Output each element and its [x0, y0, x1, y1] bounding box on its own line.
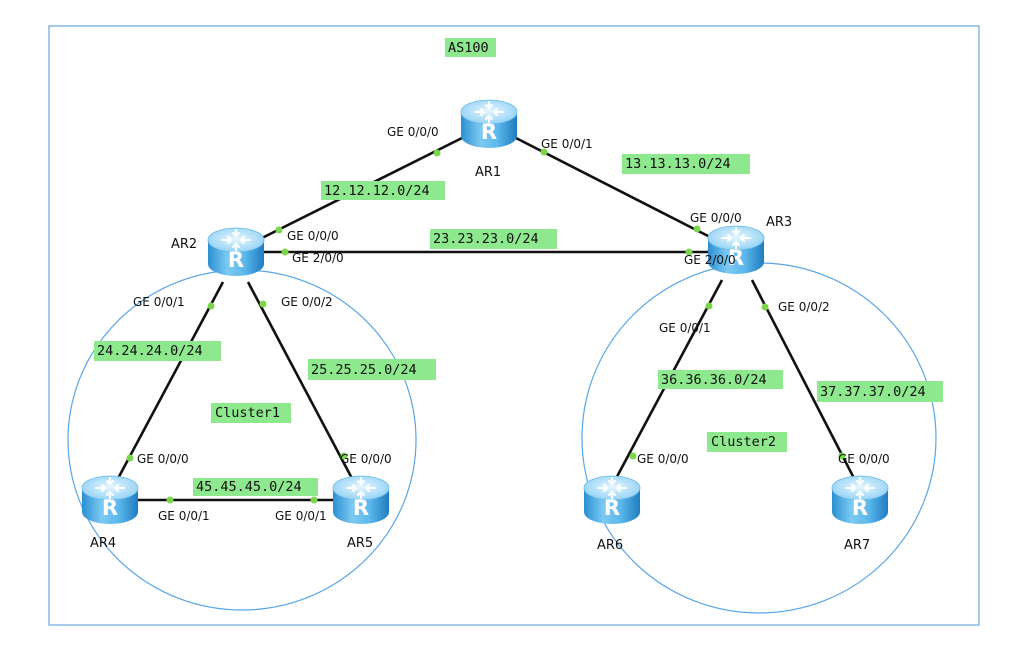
link-ar2-ar4 [112, 281, 225, 487]
port-dot [126, 454, 134, 462]
router-ar5[interactable]: AR5 [332, 475, 390, 551]
iface-ar3-ge002: GE 0/0/2 [778, 300, 830, 314]
net-label-36: 36.36.36.0/24 [658, 370, 783, 389]
router-ar7[interactable]: AR7 [831, 475, 889, 553]
port-dot [705, 302, 713, 310]
port-dot [275, 226, 283, 234]
svg-text:37.37.37.0/24: 37.37.37.0/24 [820, 384, 926, 400]
port-dot [761, 303, 769, 311]
router-icon [583, 475, 641, 525]
svg-text:AS100: AS100 [448, 40, 489, 56]
router-icon [332, 475, 390, 525]
router-icon [831, 475, 889, 525]
port-dot [207, 302, 215, 310]
as-title: AS100 [445, 38, 496, 57]
svg-text:12.12.12.0/24: 12.12.12.0/24 [324, 183, 430, 199]
svg-text:36.36.36.0/24: 36.36.36.0/24 [661, 372, 767, 388]
port-dot [540, 148, 548, 156]
router-ar3[interactable]: AR3 [707, 215, 792, 275]
iface-ar1-ge001: GE 0/0/1 [541, 137, 593, 151]
port-dot [166, 496, 174, 504]
iface-ar3-ge200: GE 2/0/0 [684, 253, 736, 267]
svg-text:23.23.23.0/24: 23.23.23.0/24 [433, 231, 539, 247]
svg-text:Cluster2: Cluster2 [711, 434, 776, 450]
router-icon [81, 475, 139, 525]
port-dot [340, 452, 348, 460]
cluster1-boundary [67, 269, 417, 611]
router-ar6[interactable]: AR6 [583, 475, 641, 553]
router-icon [460, 99, 518, 149]
router-label: AR6 [597, 538, 623, 553]
iface-ar3-ge000: GE 0/0/0 [690, 211, 742, 225]
iface-ar2-ge200: GE 2/0/0 [292, 251, 344, 265]
svg-text:Cluster1: Cluster1 [215, 405, 280, 421]
port-dot [838, 452, 846, 460]
cluster2-label: Cluster2 [707, 432, 787, 452]
cluster1-label: Cluster1 [211, 403, 291, 423]
net-label-45: 45.45.45.0/24 [193, 478, 318, 496]
port-dot [629, 452, 637, 460]
port-dot [259, 300, 267, 308]
iface-ar5-ge000: GE 0/0/0 [340, 452, 392, 466]
router-ar2[interactable]: AR2 [171, 227, 265, 277]
router-label: AR3 [766, 215, 792, 230]
iface-ar4-ge000: GE 0/0/0 [137, 452, 189, 466]
router-label: AR7 [844, 538, 870, 553]
port-dots [126, 148, 846, 504]
iface-ar2-ge002: GE 0/0/2 [281, 295, 333, 309]
svg-text:45.45.45.0/24: 45.45.45.0/24 [196, 479, 302, 495]
port-dot [281, 248, 289, 256]
iface-ar6-ge000: GE 0/0/0 [637, 452, 689, 466]
router-label: AR4 [90, 536, 116, 551]
port-dot [685, 248, 693, 256]
router-icon [207, 227, 265, 277]
router-ar1[interactable]: AR1 [460, 99, 518, 180]
iface-ar3-ge001: GE 0/0/1 [659, 321, 711, 335]
link-ar3-ar7 [750, 279, 860, 487]
as-boundary [48, 25, 980, 626]
net-label-24: 24.24.24.0/24 [94, 341, 221, 361]
router-label: AR1 [475, 165, 501, 180]
router-label: AR2 [171, 237, 197, 252]
port-dot [693, 225, 701, 233]
router-ar4[interactable]: AR4 [81, 475, 139, 551]
port-dot [433, 149, 441, 157]
port-dot [310, 496, 318, 504]
iface-ar2-ge000: GE 0/0/0 [287, 229, 339, 243]
link-ar2-ar5 [246, 281, 358, 487]
interface-labels: GE 0/0/0 GE 0/0/1 GE 0/0/0 GE 2/0/0 GE 0… [133, 125, 890, 523]
svg-text:24.24.24.0/24: 24.24.24.0/24 [97, 343, 203, 359]
net-label-37: 37.37.37.0/24 [817, 381, 943, 402]
net-label-25: 25.25.25.0/24 [308, 359, 436, 380]
iface-ar2-ge001: GE 0/0/1 [133, 295, 185, 309]
net-label-23: 23.23.23.0/24 [430, 229, 557, 249]
svg-text:25.25.25.0/24: 25.25.25.0/24 [311, 362, 417, 378]
iface-ar7-ge000: GE 0/0/0 [838, 452, 890, 466]
svg-text:13.13.13.0/24: 13.13.13.0/24 [625, 156, 731, 172]
iface-ar4-ge001: GE 0/0/1 [158, 509, 210, 523]
network-labels: AS100 12.12.12.0/24 13.13.13.0/24 23.23.… [94, 38, 943, 496]
iface-ar1-ge000: GE 0/0/0 [387, 125, 439, 139]
iface-ar5-ge001: GE 0/0/1 [275, 509, 327, 523]
net-label-13: 13.13.13.0/24 [622, 154, 750, 174]
router-label: AR5 [347, 536, 373, 551]
net-label-12: 12.12.12.0/24 [321, 181, 445, 200]
